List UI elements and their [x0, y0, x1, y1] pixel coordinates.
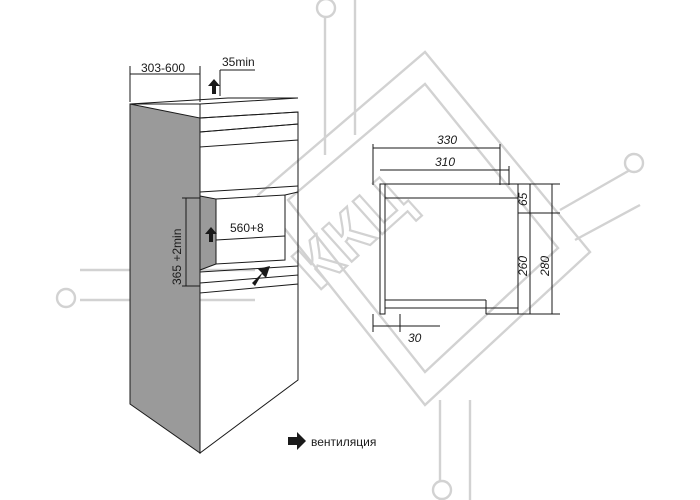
watermark-dot-right: [623, 152, 645, 174]
body-height-label: 260: [516, 256, 530, 277]
niche-arrow-icon: [205, 227, 217, 242]
niche-height-dimension-label: 365 +2min: [170, 229, 184, 285]
side-view-drawing: [372, 144, 560, 332]
niche-width-dimension-label: 560+8: [230, 221, 264, 235]
vent-arrow-icon: [252, 266, 270, 286]
cabinet-side-panel: [129, 103, 201, 454]
top-offset-label: 65: [516, 192, 530, 206]
top-gap-dimension-label: 35min: [222, 55, 255, 69]
watermark-dot-bottom: [431, 479, 453, 500]
body-depth-label: 310: [435, 155, 455, 169]
watermark-dot-top: [315, 0, 337, 19]
legend-label: вентиляция: [311, 435, 376, 449]
top-gap-arrow-icon: [208, 79, 220, 94]
cabinet-drawing: [129, 66, 299, 454]
overall-height-label: 280: [538, 256, 552, 277]
overall-depth-label: 330: [437, 133, 457, 147]
watermark-dot-left: [55, 287, 77, 309]
legend: вентиляция: [288, 432, 376, 450]
arrow-right-icon: [288, 432, 306, 450]
front-offset-label: 30: [408, 331, 422, 345]
depth-dimension-label: 303-600: [141, 61, 185, 75]
